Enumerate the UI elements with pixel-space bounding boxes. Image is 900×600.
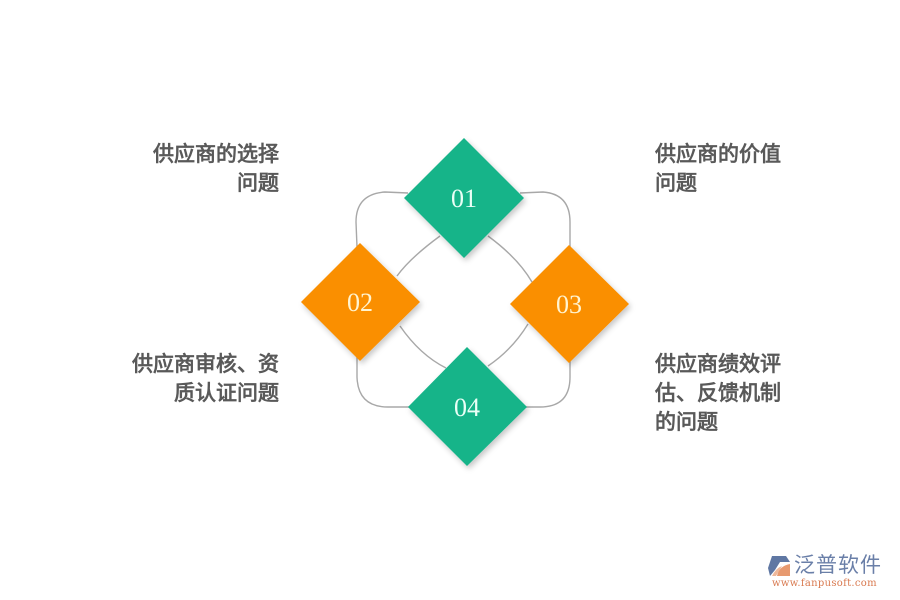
watermark-url: www.fanpusoft.com [772,578,877,589]
fanpu-logo-icon [768,556,790,576]
label-top-right: 供应商的价值 问题 [655,140,781,198]
diamond-02 [301,243,420,361]
label-bottom-right: 供应商绩效评 估、反馈机制 的问题 [655,350,781,437]
label-bottom-left: 供应商审核、资 质认证问题 [132,350,279,408]
connector-02-04-inner [399,325,447,369]
label-line: 的问题 [655,410,718,434]
connector-lines [355,191,571,408]
diamond-04 [408,347,527,466]
connector-01-03-outer [519,191,571,250]
label-line: 供应商绩效评 [655,352,781,376]
label-line: 问题 [655,171,697,195]
node-number-01: 01 [451,184,477,213]
label-line: 质认证问题 [174,381,279,405]
connector-03-04-outer [523,360,571,408]
watermark-logo: 泛普软件 www.fanpusoft.com [766,552,896,592]
label-line: 供应商的价值 [655,142,781,166]
label-line: 供应商的选择 [153,142,279,166]
connector-02-04-outer [356,357,412,408]
connector-01-02-outer [355,191,409,248]
connector-01-02-inner [396,235,441,277]
node-number-04: 04 [454,393,480,422]
node-number-02: 02 [347,288,373,317]
label-line: 估、反馈机制 [655,381,781,405]
diamond-03 [510,245,629,363]
diamond-01 [404,138,524,258]
label-line: 问题 [237,171,279,195]
watermark-brand-name: 泛普软件 [794,553,882,577]
label-top-left: 供应商的选择 问题 [153,140,279,198]
node-number-03: 03 [556,290,582,319]
label-line: 供应商审核、资 [132,352,279,376]
connector-01-03-inner [487,235,533,283]
connector-03-04-inner [487,323,529,367]
